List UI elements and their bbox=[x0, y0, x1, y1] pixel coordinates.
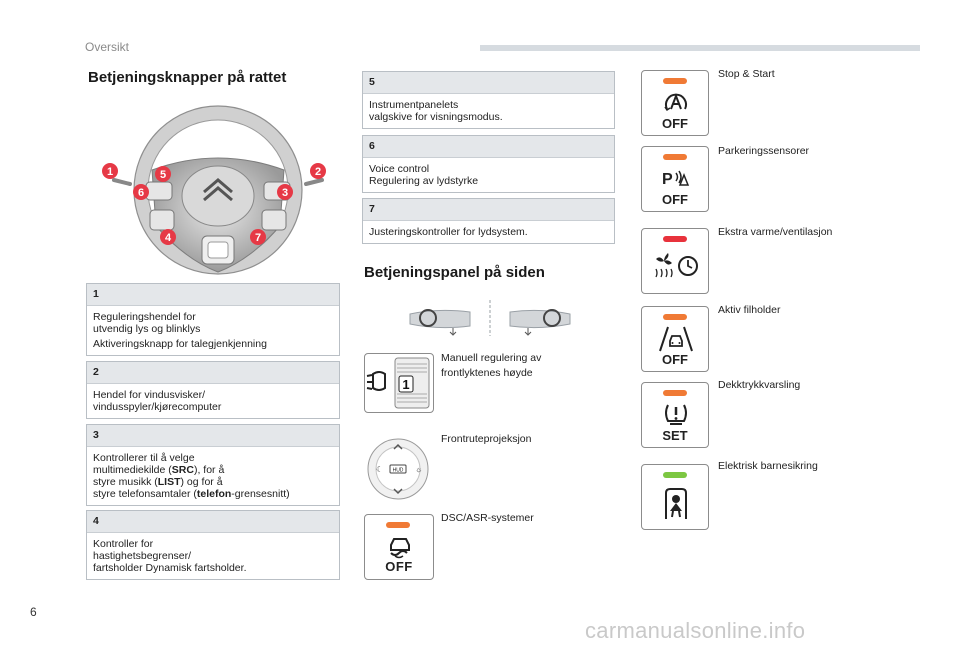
section-label: Oversikt bbox=[85, 40, 130, 54]
parking-sensors-button[interactable]: P OFF bbox=[641, 146, 709, 212]
parking-sensors-label: Parkeringssensorer bbox=[718, 145, 810, 157]
headlamp-height-dial[interactable]: 1 bbox=[364, 353, 434, 413]
box-text: styre telefonsamtaler (telefon-grensesni… bbox=[93, 488, 290, 500]
box-number: 1 bbox=[87, 284, 339, 306]
led-indicator bbox=[663, 390, 687, 396]
led-indicator bbox=[663, 154, 687, 160]
sun-icon: ☼ bbox=[415, 465, 422, 474]
box-text: fartsholder Dynamisk fartsholder. bbox=[93, 562, 247, 574]
marker-1: 1 bbox=[102, 163, 118, 179]
svg-text:3: 3 bbox=[282, 187, 288, 199]
moon-icon: ☾ bbox=[376, 465, 383, 474]
box-text: hastighetsbegrenser/ bbox=[93, 550, 192, 562]
box-text: Justeringskontroller for lydsystem. bbox=[369, 226, 528, 238]
fan-timer-icon bbox=[655, 253, 698, 278]
box-text: valgskive for visningsmodus. bbox=[369, 111, 503, 123]
off-label: OFF bbox=[385, 559, 413, 574]
box-text: Hendel for vindusvisker/ bbox=[93, 389, 206, 401]
headlamp-beam-icon: 1 bbox=[366, 357, 430, 409]
info-box-7: 7 Justeringskontroller for lydsystem. bbox=[362, 198, 615, 244]
svg-text:1: 1 bbox=[107, 166, 113, 178]
box-text: vindusspyler/kjørecomputer bbox=[93, 401, 222, 413]
auxiliary-heating-label: Ekstra varme/ventilasjon bbox=[718, 226, 833, 238]
tyre-pressure-icon bbox=[665, 404, 687, 425]
tyre-pressure-button[interactable]: SET bbox=[641, 382, 709, 448]
box-text: multimediekilde (SRC), for å bbox=[93, 464, 225, 476]
svg-text:P: P bbox=[662, 171, 673, 188]
child-lock-button[interactable] bbox=[641, 464, 709, 530]
up-arrow-icon bbox=[393, 443, 403, 450]
svg-text:4: 4 bbox=[165, 232, 172, 244]
box-text: Voice control bbox=[369, 163, 430, 175]
box-number: 2 bbox=[87, 362, 339, 384]
box-number: 4 bbox=[87, 511, 339, 533]
box-number: 7 bbox=[363, 199, 614, 221]
child-lock-label: Elektrisk barnesikring bbox=[718, 460, 818, 472]
auto-a-icon bbox=[664, 93, 687, 112]
dsc-asr-button[interactable]: OFF bbox=[364, 514, 434, 580]
box-text: Regulering av lydstyrke bbox=[369, 175, 479, 187]
headlamp-label: Manuell regulering av frontlyktenes høyd… bbox=[441, 352, 542, 379]
side-panel-title: Betjeningspanel på siden bbox=[364, 264, 545, 281]
svg-text:7: 7 bbox=[255, 232, 261, 244]
off-label: OFF bbox=[662, 192, 688, 207]
svg-text:HUD: HUD bbox=[393, 468, 404, 474]
box-text: utvendig lys og blinklys bbox=[93, 323, 201, 335]
box-text: styre musikk (LIST) og for å bbox=[93, 476, 223, 488]
page-number: 6 bbox=[30, 605, 37, 619]
active-lane-keeping-label: Aktiv filholder bbox=[718, 304, 781, 316]
svg-text:1: 1 bbox=[402, 377, 409, 392]
skid-car-icon bbox=[390, 538, 410, 559]
marker-6: 6 bbox=[133, 184, 149, 200]
info-box-5: 5 Instrumentpanelets valgskive for visni… bbox=[362, 71, 615, 129]
steering-controls-title: Betjeningsknapper på rattet bbox=[88, 69, 287, 86]
box-number: 6 bbox=[363, 136, 614, 158]
off-label: OFF bbox=[662, 116, 688, 131]
led-indicator bbox=[663, 78, 687, 84]
hud-label: Frontruteprojeksjon bbox=[441, 433, 532, 445]
led-indicator bbox=[386, 522, 410, 528]
parking-sensor-icon: P bbox=[662, 170, 690, 188]
steering-wheel-illustration: 1 2 3 4 5 6 7 bbox=[102, 105, 326, 275]
off-label: OFF bbox=[662, 352, 688, 367]
auxiliary-heating-button[interactable] bbox=[641, 228, 709, 294]
stop-start-button[interactable]: OFF bbox=[641, 70, 709, 136]
lane-car-icon bbox=[659, 326, 693, 352]
box-text: Instrumentpanelets bbox=[369, 99, 459, 111]
box-text: Kontrollerer til å velge bbox=[93, 452, 195, 464]
watermark: carmanualsonline.info bbox=[585, 618, 806, 643]
info-box-3: 3 Kontrollerer til å velge multimediekil… bbox=[86, 424, 340, 506]
marker-3: 3 bbox=[277, 184, 293, 200]
info-box-2: 2 Hendel for vindusvisker/ vindusspyler/… bbox=[86, 361, 340, 419]
box-text: Aktiveringsknapp for talegjenkjenning bbox=[93, 338, 267, 350]
svg-text:2: 2 bbox=[315, 166, 321, 178]
marker-2: 2 bbox=[310, 163, 326, 179]
box-number: 5 bbox=[363, 72, 614, 94]
box-number: 3 bbox=[87, 425, 339, 447]
child-lock-icon bbox=[665, 488, 687, 519]
info-box-1: 1 Reguleringshendel for utvendig lys og … bbox=[86, 283, 340, 356]
led-indicator bbox=[663, 236, 687, 242]
hud-control-pad[interactable]: ☾ ☼ HUD bbox=[366, 437, 430, 501]
marker-7: 7 bbox=[250, 229, 266, 245]
header-bar bbox=[480, 45, 920, 51]
info-box-4: 4 Kontroller for hastighetsbegrenser/ fa… bbox=[86, 510, 340, 580]
svg-text:6: 6 bbox=[138, 187, 144, 199]
set-label: SET bbox=[662, 428, 688, 443]
side-panel-illustration bbox=[409, 300, 571, 336]
led-indicator bbox=[663, 472, 687, 478]
svg-text:5: 5 bbox=[160, 169, 166, 181]
dsc-label: DSC/ASR-systemer bbox=[441, 512, 534, 524]
down-arrow-icon bbox=[393, 488, 403, 495]
info-box-6: 6 Voice control Regulering av lydstyrke bbox=[362, 135, 615, 193]
marker-5: 5 bbox=[155, 166, 171, 182]
tyre-pressure-label: Dekktrykkvarsling bbox=[718, 379, 801, 391]
active-lane-keeping-button[interactable]: OFF bbox=[641, 306, 709, 372]
marker-4: 4 bbox=[160, 229, 176, 245]
stop-start-label: Stop & Start bbox=[718, 68, 775, 80]
box-text: Reguleringshendel for bbox=[93, 311, 196, 323]
box-text: Kontroller for bbox=[93, 538, 154, 550]
led-indicator bbox=[663, 314, 687, 320]
